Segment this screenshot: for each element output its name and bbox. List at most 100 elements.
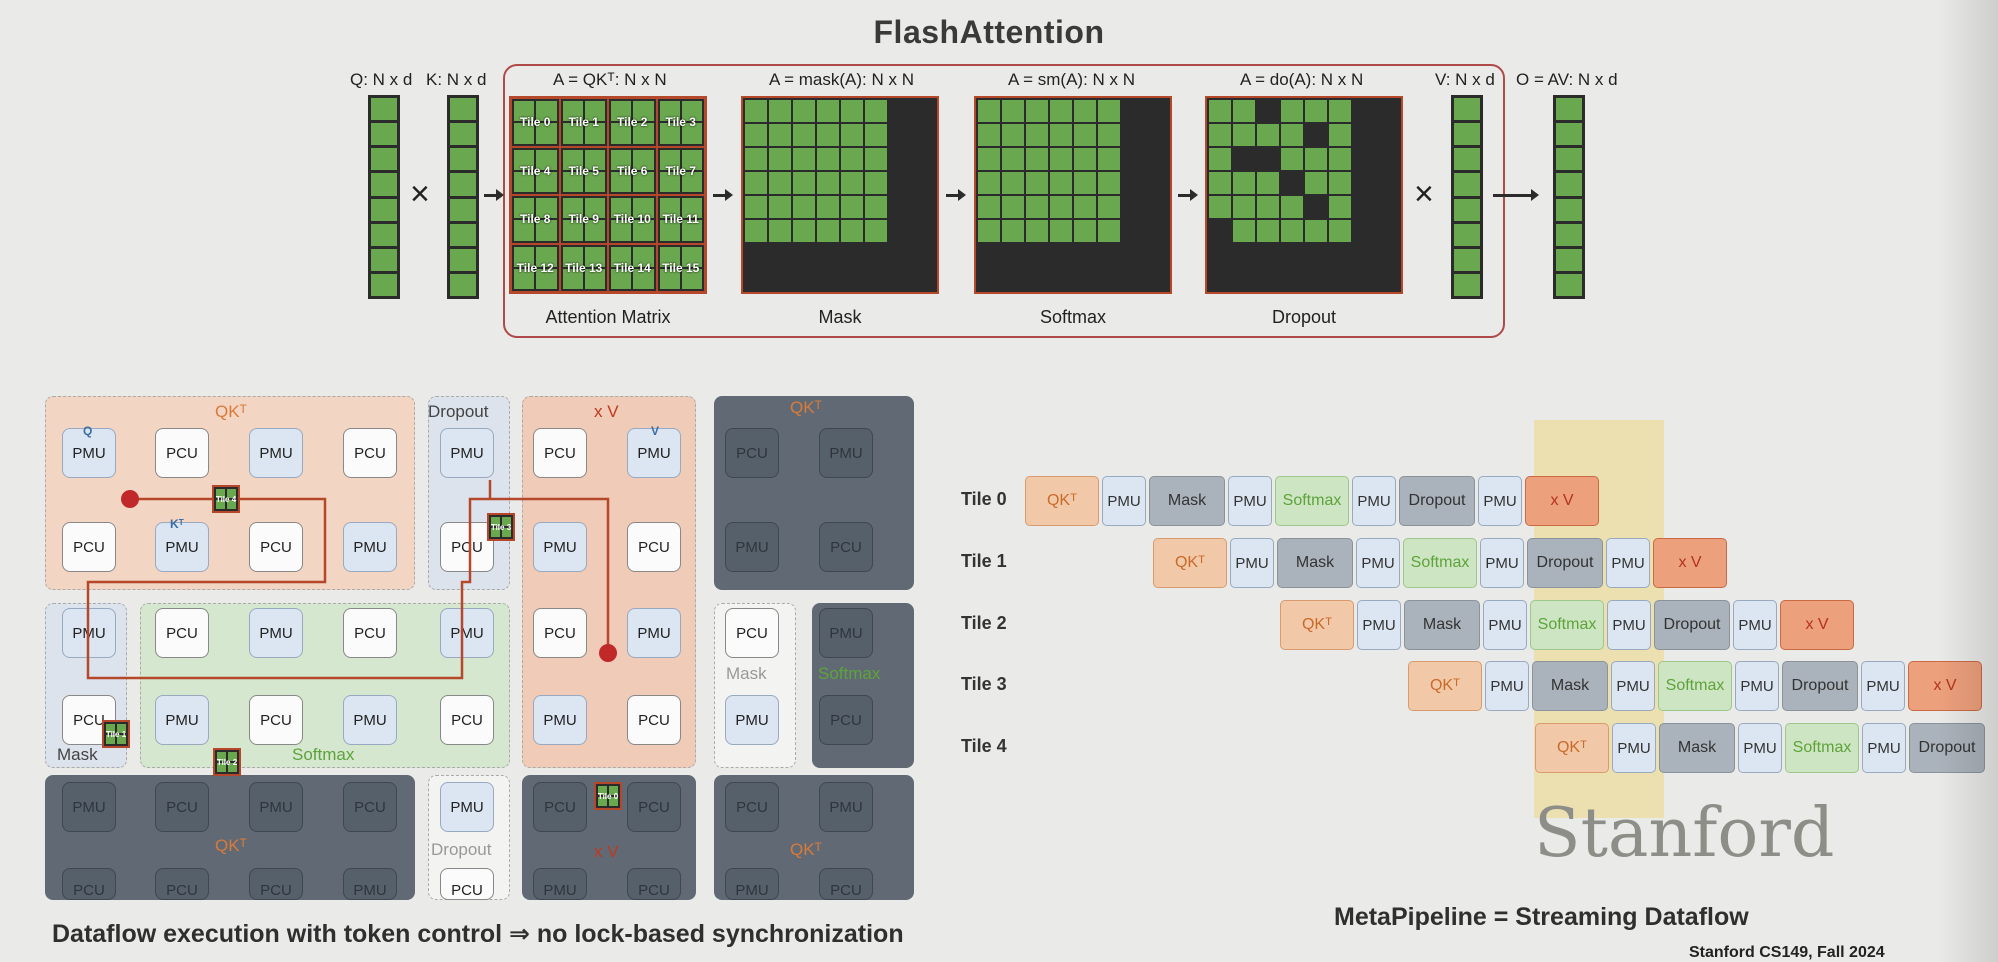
matrix-cell xyxy=(841,148,863,170)
matrix-cell xyxy=(1305,100,1327,122)
pcu-unit: PCU xyxy=(819,868,873,900)
attention-tile: Tile 14 xyxy=(608,243,657,292)
matrix-cell xyxy=(1146,100,1168,122)
matrix-cell xyxy=(1050,268,1072,290)
tile-label: Tile 10 xyxy=(613,212,651,227)
matrix-cell xyxy=(865,220,887,242)
tile-token: Tile 3 xyxy=(487,513,515,541)
pcu-unit: PCU xyxy=(249,522,303,572)
matrix-cell xyxy=(1122,268,1144,290)
k-label: K: N x d xyxy=(426,70,487,89)
matrix-cell xyxy=(793,244,815,266)
v-vector xyxy=(1451,95,1483,299)
attention-tile: Tile 2 xyxy=(608,98,657,147)
a-qk-label: A = QKᵀ: N x N xyxy=(553,70,667,89)
matrix-cell xyxy=(793,100,815,122)
pipeline-stage: Dropout xyxy=(1782,661,1858,711)
attention-tile: Tile 5 xyxy=(559,146,608,195)
matrix-cell xyxy=(978,172,1000,194)
matrix-cell xyxy=(1098,124,1120,146)
pmu-unit: PMU xyxy=(155,522,209,572)
pipeline-stage: PMU xyxy=(1607,600,1651,650)
matrix-cell xyxy=(978,220,1000,242)
pipeline-stage: PMU xyxy=(1230,538,1274,588)
pipeline-stage: x V xyxy=(1908,661,1982,711)
token-source-dot xyxy=(121,490,139,508)
softmax-dark-region-label: Softmax xyxy=(818,664,881,683)
pmu-unit: PMU xyxy=(533,695,587,745)
pcu-unit: PCU xyxy=(62,868,116,900)
dataflow-caption: Dataflow execution with token control ⇒ … xyxy=(52,920,904,948)
pipeline-stage: Mask xyxy=(1277,538,1353,588)
matrix-cell xyxy=(793,124,815,146)
matrix-cell xyxy=(1353,124,1375,146)
matrix-cell xyxy=(913,148,935,170)
attention-tile: Tile 11 xyxy=(656,195,705,244)
pcu-unit: PCU xyxy=(533,428,587,478)
matrix-cell xyxy=(793,196,815,218)
pipeline-stage: QKᵀ xyxy=(1280,600,1354,650)
matrix-cell xyxy=(1098,220,1120,242)
tile-label: Tile 6 xyxy=(617,163,648,178)
tile-label: Tile 4 xyxy=(520,163,551,178)
pipeline-stage: Softmax xyxy=(1275,476,1349,526)
matrix-cell xyxy=(1329,172,1351,194)
pmu-unit: PMU xyxy=(819,428,873,478)
matrix-cell xyxy=(1026,100,1048,122)
matrix-cell xyxy=(889,100,911,122)
pmu-unit: PMU xyxy=(440,608,494,658)
matrix-cell xyxy=(1209,172,1231,194)
course-label: Stanford CS149, Fall 2024 xyxy=(1689,944,1885,961)
matrix-cell xyxy=(1233,124,1255,146)
pipeline-stage: Mask xyxy=(1149,476,1225,526)
times-symbol: × xyxy=(410,175,430,213)
matrix-cell xyxy=(1257,220,1279,242)
matrix-cell xyxy=(745,172,767,194)
matrix-cell xyxy=(745,268,767,290)
matrix-cell xyxy=(1122,196,1144,218)
matrix-cell xyxy=(865,148,887,170)
matrix-cell xyxy=(1074,244,1096,266)
matrix-cell xyxy=(1026,244,1048,266)
matrix-cell xyxy=(769,100,791,122)
pipeline-caption: MetaPipeline = Streaming Dataflow xyxy=(1334,903,1749,931)
matrix-cell xyxy=(865,124,887,146)
pipeline-row-label: Tile 2 xyxy=(961,613,1007,633)
pipeline-stage: QKᵀ xyxy=(1153,538,1227,588)
matrix-cell xyxy=(1257,172,1279,194)
matrix-cell xyxy=(1146,172,1168,194)
pipeline-stage: Softmax xyxy=(1785,723,1859,773)
pmu-unit: PMU xyxy=(62,782,116,832)
pmu-unit: PMU xyxy=(249,782,303,832)
matrix-cell xyxy=(1122,244,1144,266)
matrix-cell xyxy=(769,124,791,146)
matrix-cell xyxy=(1281,196,1303,218)
matrix-cell xyxy=(1209,148,1231,170)
matrix-cell xyxy=(978,148,1000,170)
pmu-unit: PMU xyxy=(343,522,397,572)
token-sink-dot xyxy=(599,644,617,662)
matrix-cell xyxy=(889,196,911,218)
attention-tile: Tile 9 xyxy=(559,195,608,244)
matrix-cell xyxy=(1329,196,1351,218)
matrix-cell xyxy=(817,148,839,170)
matrix-cell xyxy=(1074,268,1096,290)
matrix-cell xyxy=(1026,196,1048,218)
pmu-unit: PMU xyxy=(725,868,779,900)
pcu-unit: PCU xyxy=(155,868,209,900)
pcu-unit: PCU xyxy=(819,695,873,745)
pmu-unit: PMU xyxy=(819,782,873,832)
attention-tile: Tile 7 xyxy=(656,146,705,195)
matrix-cell xyxy=(1305,172,1327,194)
matrix-cell xyxy=(769,196,791,218)
a-do-label: A = do(A): N x N xyxy=(1240,70,1364,89)
matrix-cell xyxy=(1377,124,1399,146)
matrix-cell xyxy=(841,124,863,146)
matrix-cell xyxy=(793,148,815,170)
a-sm-label: A = sm(A): N x N xyxy=(1008,70,1136,89)
matrix-cell xyxy=(1233,196,1255,218)
matrix-cell xyxy=(1329,100,1351,122)
matrix-cell xyxy=(841,244,863,266)
pipeline-stage: PMU xyxy=(1733,600,1777,650)
xv-bottom-region-label: x V xyxy=(594,842,619,861)
